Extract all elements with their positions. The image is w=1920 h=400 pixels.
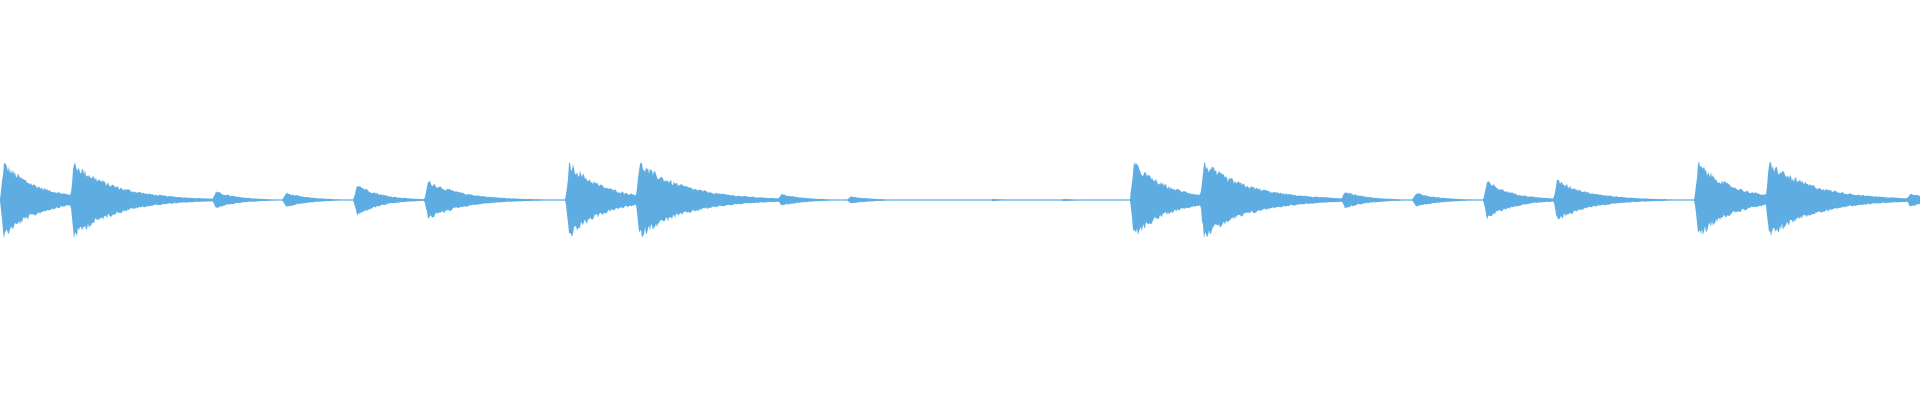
waveform-shape [0,161,1920,239]
